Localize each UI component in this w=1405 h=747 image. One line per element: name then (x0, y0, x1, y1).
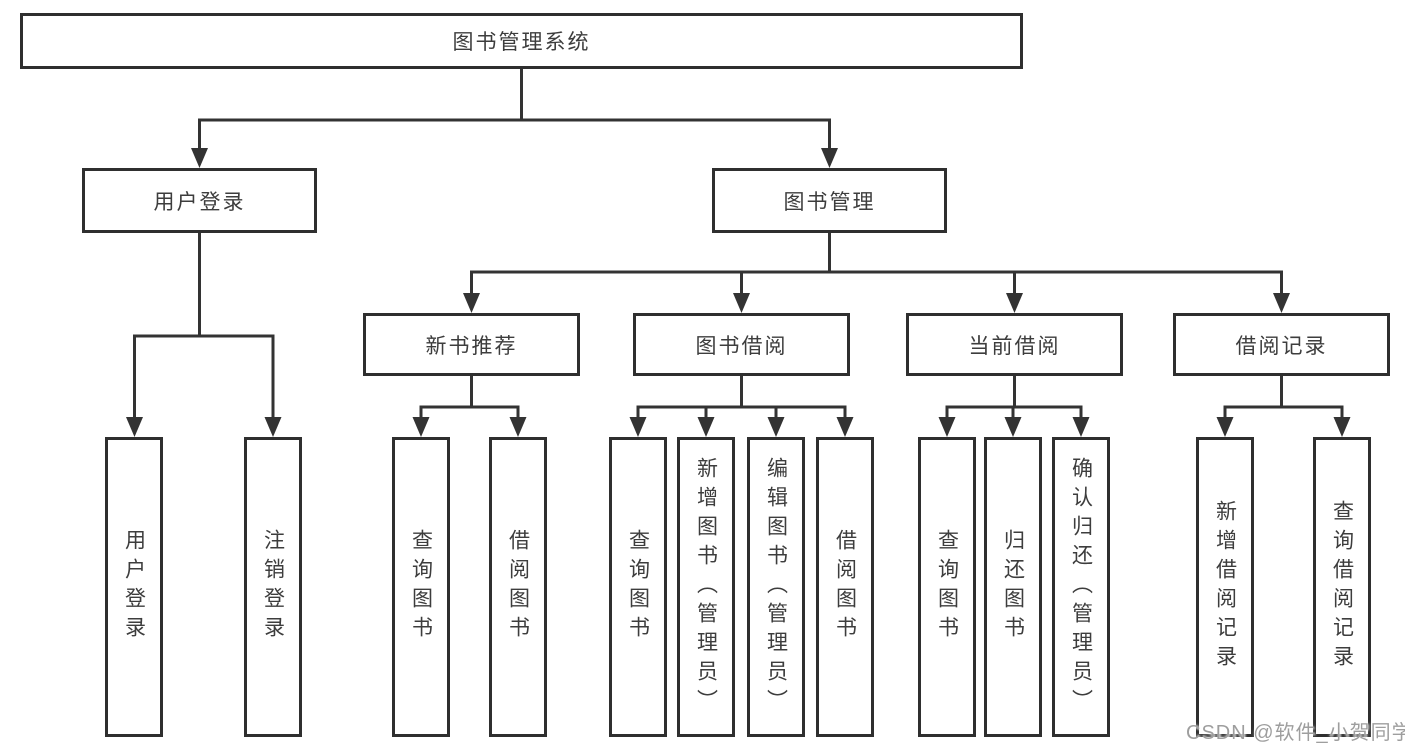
node-label: 查询图书 (935, 529, 959, 645)
leaf-logout: 注销登录 (244, 437, 302, 737)
arrowhead (821, 148, 838, 168)
leaf-bb-query-books: 查询图书 (609, 437, 667, 737)
arrowhead (1004, 417, 1022, 437)
arrowhead (191, 148, 208, 168)
leaf-bb-borrow-books: 借阅图书 (816, 437, 874, 737)
node-label: 查询图书 (409, 529, 433, 645)
node-label: 新增图书（管理员） (694, 456, 718, 718)
arrowhead (1333, 417, 1351, 437)
arrowhead (412, 417, 430, 437)
node-label: 查询图书 (626, 529, 650, 645)
node-label: 当前借阅 (968, 334, 1061, 358)
arrowhead (126, 417, 143, 437)
node-label: 新书推荐 (425, 334, 518, 358)
leaf-cb-return-books: 归还图书 (984, 437, 1042, 737)
arrowhead (463, 293, 480, 313)
node-label: 用户登录 (153, 190, 246, 214)
node-current-borrowing: 当前借阅 (906, 313, 1123, 376)
node-label: 查询借阅记录 (1330, 500, 1354, 674)
arrowhead (767, 417, 785, 437)
node-label: 借阅记录 (1235, 334, 1328, 358)
leaf-bb-add-book-admin: 新增图书（管理员） (677, 437, 735, 737)
leaf-cb-query-books: 查询图书 (918, 437, 976, 737)
arrowhead (733, 293, 750, 313)
leaf-br-add-record: 新增借阅记录 (1196, 437, 1254, 737)
leaf-cb-confirm-return-admin: 确认归还（管理员） (1052, 437, 1110, 737)
node-label: 用户登录 (122, 529, 146, 645)
arrowhead (697, 417, 715, 437)
arrowhead (836, 417, 854, 437)
arrowhead (629, 417, 647, 437)
node-label: 确认归还（管理员） (1069, 456, 1093, 718)
node-label: 注销登录 (261, 529, 285, 645)
arrowhead (1273, 293, 1290, 313)
node-label: 归还图书 (1001, 529, 1025, 645)
leaf-nbr-borrow-books: 借阅图书 (489, 437, 547, 737)
leaf-bb-edit-book-admin: 编辑图书（管理员） (747, 437, 805, 737)
node-label: 新增借阅记录 (1213, 500, 1237, 674)
node-user-login: 用户登录 (82, 168, 317, 233)
node-label: 编辑图书（管理员） (764, 456, 788, 718)
node-book-management: 图书管理 (712, 168, 947, 233)
node-label: 图书管理 (783, 190, 876, 214)
node-book-borrowing: 图书借阅 (633, 313, 850, 376)
arrowhead (1006, 293, 1023, 313)
node-borrowing-records: 借阅记录 (1173, 313, 1390, 376)
csdn-watermark: CSDN @软件_小贺同学 (1186, 722, 1405, 744)
node-root: 图书管理系统 (20, 13, 1023, 69)
leaf-br-query-record: 查询借阅记录 (1313, 437, 1371, 737)
node-new-book-recommendation: 新书推荐 (363, 313, 580, 376)
leaf-nbr-query-books: 查询图书 (392, 437, 450, 737)
node-label: 图书借阅 (695, 334, 788, 358)
arrowhead (1072, 417, 1090, 437)
leaf-user-login: 用户登录 (105, 437, 163, 737)
arrowhead (1216, 417, 1234, 437)
arrowhead (938, 417, 956, 437)
node-label: 图书管理系统 (452, 31, 591, 54)
arrowhead (509, 417, 527, 437)
node-label: 借阅图书 (833, 529, 857, 645)
arrowhead (264, 417, 282, 437)
node-label: 借阅图书 (506, 529, 530, 645)
